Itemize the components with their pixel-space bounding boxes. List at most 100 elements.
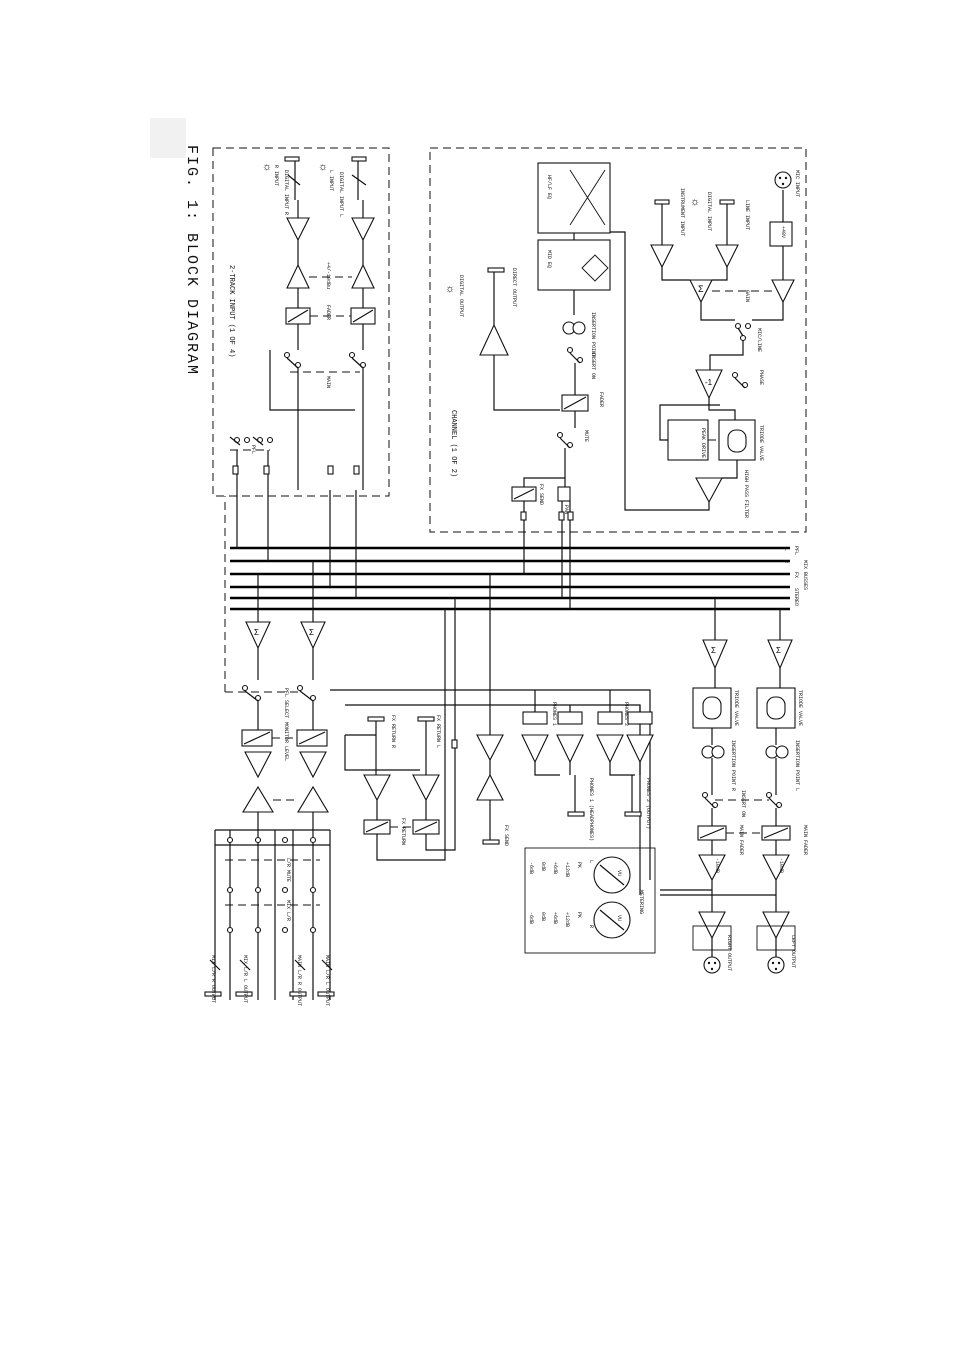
hf-lf-eq-label: HF/LF EQ	[546, 175, 552, 199]
minus-10db-l-label: -10dB	[778, 858, 784, 873]
svg-text:Σ: Σ	[698, 284, 704, 294]
pfl-r-sum-amp-icon	[300, 621, 326, 650]
phones-2-jack-label: PHONES 2 (OUTPUT)	[645, 778, 651, 829]
right-output-xlr-icon	[703, 956, 721, 974]
vu-r-label: VU	[616, 915, 622, 921]
digital-output-label: DIGITAL OUTPUT	[458, 275, 464, 317]
channel-strip: MIC INPUT +48V LINE INPUT DIGITAL INPUT …	[445, 162, 800, 548]
pan-label: PAN	[563, 505, 569, 514]
left-output-amp-icon	[762, 911, 790, 940]
line-input-buffer-icon	[715, 244, 739, 269]
svg-text:Σ: Σ	[711, 646, 716, 655]
pfl-l-sum-amp-icon	[245, 621, 271, 650]
channel-digital-input-label: DIGITAL INPUT	[706, 192, 712, 231]
output-switch-grid: L/R MUTE MIX L/R	[214, 829, 331, 1000]
instrument-input-jack	[654, 199, 670, 205]
phones-2-jack	[624, 811, 642, 817]
two-track-digital-input-r-label: DIGITAL INPUT R	[283, 170, 289, 215]
meter-scale-r-1: +12dB	[564, 912, 570, 927]
phones-2-pot-r	[627, 711, 653, 725]
mix-main-output-jacks: MIX L/R R OUTPUT MIX L/R L OUTPUT MAIN L…	[204, 955, 335, 1006]
channel-section-box	[429, 147, 807, 533]
phones-1-label: PHONES 1	[551, 702, 557, 726]
metering-label: METERING	[638, 890, 644, 914]
master-insert-on-label: INSERT ON	[740, 790, 746, 817]
minus-10db-l-amp-icon	[762, 854, 790, 882]
right-output-label: RIGHT OUTPUT	[726, 935, 732, 971]
hf-lf-eq-box	[537, 162, 611, 234]
bus-r-label: R	[783, 560, 789, 563]
meter-l-label: L	[588, 860, 594, 863]
peak-drive-label: PEAK DRIVE	[700, 428, 706, 458]
main-fader-l-label: MAIN FADER	[802, 825, 808, 855]
meter-scale-l-4: -6dB	[528, 862, 534, 874]
direct-output-label: DIRECT OUTPUT	[511, 268, 517, 307]
fx-bus-label: FX	[793, 572, 799, 578]
meter-scale-r-0: PK	[576, 912, 582, 918]
monitor-level-label: MONITOR LEVEL	[283, 722, 289, 761]
two-track-section-box	[212, 147, 390, 497]
l-gain-amp-icon	[351, 263, 375, 289]
metering-box	[524, 847, 656, 954]
hpf-icon	[695, 477, 723, 504]
digital-output-light-icon: ☼	[445, 283, 455, 295]
stereo-l-sum-amp-icon	[767, 639, 793, 670]
pfl-select-label: PFL SELECT	[283, 688, 289, 718]
mix-lr-label: MIX L/R	[285, 900, 291, 921]
channel-section-label: CHANNEL (1 OF 2)	[449, 410, 457, 477]
two-track-gain-label: +4/-10dBu	[325, 262, 331, 289]
fx-send-sum-amp-icon	[476, 734, 504, 762]
stereo-bus-label: STEREO	[793, 588, 799, 606]
two-track-digital-input-l-label: DIGITAL INPUT L	[338, 172, 344, 217]
two-track-r-input-label: R INPUT	[273, 165, 279, 186]
meter-scale-l-3: 0dB	[540, 862, 546, 871]
meter-scale-r-3: 0dB	[540, 912, 546, 921]
line-input-jack	[719, 199, 735, 205]
digital-light-icon-l: ☼	[318, 161, 328, 173]
mid-eq-label: MID EQ	[546, 250, 552, 268]
mic-input-xlr-icon	[774, 171, 792, 189]
lr-mute-label: L/R MUTE	[285, 858, 291, 882]
mix-busses: PFL MIX BUSSES FX STEREO L R	[230, 490, 808, 611]
insert-on-label: INSERT ON	[590, 352, 596, 379]
channel-gain-label: GAIN	[744, 290, 750, 302]
meter-scale-l-0: PK	[576, 862, 582, 868]
fx-return-l-label: FX RETURN L	[435, 715, 441, 748]
meter-scale-l-2: +6dB	[552, 862, 558, 874]
stereo-r-sum-amp-icon	[702, 639, 728, 670]
two-track-pfl-label: PFL	[250, 445, 256, 454]
meter-scale-r-2: +6dB	[552, 912, 558, 924]
mid-eq-box	[537, 239, 611, 291]
monitor-r-output-amp-icon	[297, 785, 329, 813]
figure-title: FIG. 1: BLOCK DIAGRAM	[183, 145, 200, 376]
phones-2-amp-r-icon	[626, 734, 654, 764]
fx-return-l-amp-icon	[412, 774, 440, 802]
phones-2-pot-l	[597, 711, 623, 725]
fx-send-output-amp-icon	[476, 773, 504, 801]
fx-return-label: FX RETURN	[400, 818, 406, 845]
peak-drive-box	[667, 419, 709, 461]
insertion-r-label: INSERTION POINT R	[730, 740, 736, 791]
two-track-l-input-label: L INPUT	[328, 170, 334, 191]
phones-1-amp-r-icon	[556, 734, 584, 764]
phase-invert-amp-icon	[695, 369, 723, 400]
r-input-buffer-icon	[286, 217, 310, 242]
bus-l-label: L	[783, 548, 789, 551]
svg-text:Σ: Σ	[254, 628, 259, 637]
fx-send-label: FX SEND	[538, 484, 544, 505]
phantom-label: +48V	[780, 226, 786, 238]
mic-line-label: MIC/LINE	[756, 328, 762, 352]
meter-scale-l: PK +12dB +6dB 0dB -6dB	[528, 862, 582, 877]
fx-send-output-jack	[482, 839, 500, 845]
svg-text:Σ: Σ	[309, 628, 314, 637]
r-gain-amp-icon	[286, 263, 310, 289]
two-track-input: L INPUT DIGITAL INPUT L R INPUT DIGITAL …	[229, 156, 376, 490]
mic-input-label: MIC INPUT	[794, 170, 800, 197]
right-output-amp-icon	[698, 911, 726, 940]
channel-triode-valve-label: TRIODE VALVE	[758, 425, 764, 461]
phones-1-pot-l	[522, 711, 548, 725]
mute-label: MUTE	[583, 430, 589, 442]
l-input-jack	[351, 156, 367, 162]
